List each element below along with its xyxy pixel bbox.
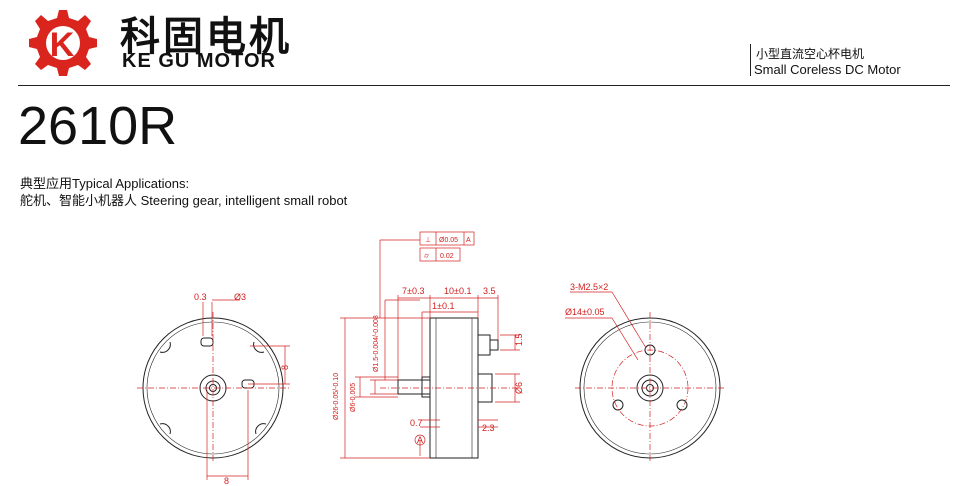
side-dim-phi26: Ø26-0.05/-0.10	[333, 373, 340, 420]
product-type-cn: 小型直流空心杯电机	[756, 47, 865, 61]
brand-name-cn: 科固电机	[120, 14, 292, 60]
tol-flat-value: 0.02	[440, 253, 454, 260]
side-dim-7: 7±0.3	[402, 286, 424, 296]
side-dim-10: 10±0.1	[444, 286, 471, 296]
front-dim-phi3: Ø3	[234, 292, 246, 302]
gear-icon	[29, 10, 97, 76]
tol-perp-value: Ø0.05	[439, 237, 458, 244]
applications-text: 舵机、智能小机器人 Steering gear, intelligent sma…	[20, 193, 348, 208]
rear-view-dims	[565, 291, 725, 463]
model-number: 2610R	[18, 96, 178, 156]
side-dim-15: 1.5	[514, 333, 524, 346]
side-dim-35: 3.5	[483, 286, 496, 296]
front-dim-8-vertical: 8	[280, 365, 290, 370]
side-dim-23: 2.3	[482, 423, 495, 433]
header-rule	[18, 85, 950, 86]
logo-k-letter: K	[50, 26, 75, 64]
brand-name-en: KE GU MOTOR	[122, 50, 276, 72]
front-dim-8-horizontal: 8	[224, 476, 229, 486]
tol-flat-symbol: ⌭	[424, 253, 429, 260]
applications-heading: 典型应用Typical Applications:	[20, 176, 190, 191]
side-datum-a: A	[417, 435, 423, 445]
geometric-tolerance-frames	[419, 231, 475, 262]
rear-dim-pcd: Ø14±0.05	[565, 307, 604, 317]
side-dim-phi6-boss: Ø6-0.005	[350, 383, 357, 412]
tol-perp-symbol: ⊥	[425, 237, 431, 244]
brand-logo: K	[29, 10, 97, 76]
side-view-dims	[340, 239, 520, 459]
front-view-dims	[137, 299, 290, 480]
front-dim-03: 0.3	[194, 292, 207, 302]
side-dim-phi6: Ø6	[514, 382, 524, 394]
side-dim-07: 0.7	[410, 418, 423, 428]
side-dim-1: 1±0.1	[432, 301, 454, 311]
tol-datum-a: A	[466, 237, 471, 244]
side-dim-phi15-shaft: Ø1.5-0.004/-0.008	[373, 315, 380, 372]
rear-dim-holes: 3-M2.5×2	[570, 282, 608, 292]
product-type-en: Small Coreless DC Motor	[754, 62, 901, 77]
header-divider-tick	[750, 44, 751, 76]
